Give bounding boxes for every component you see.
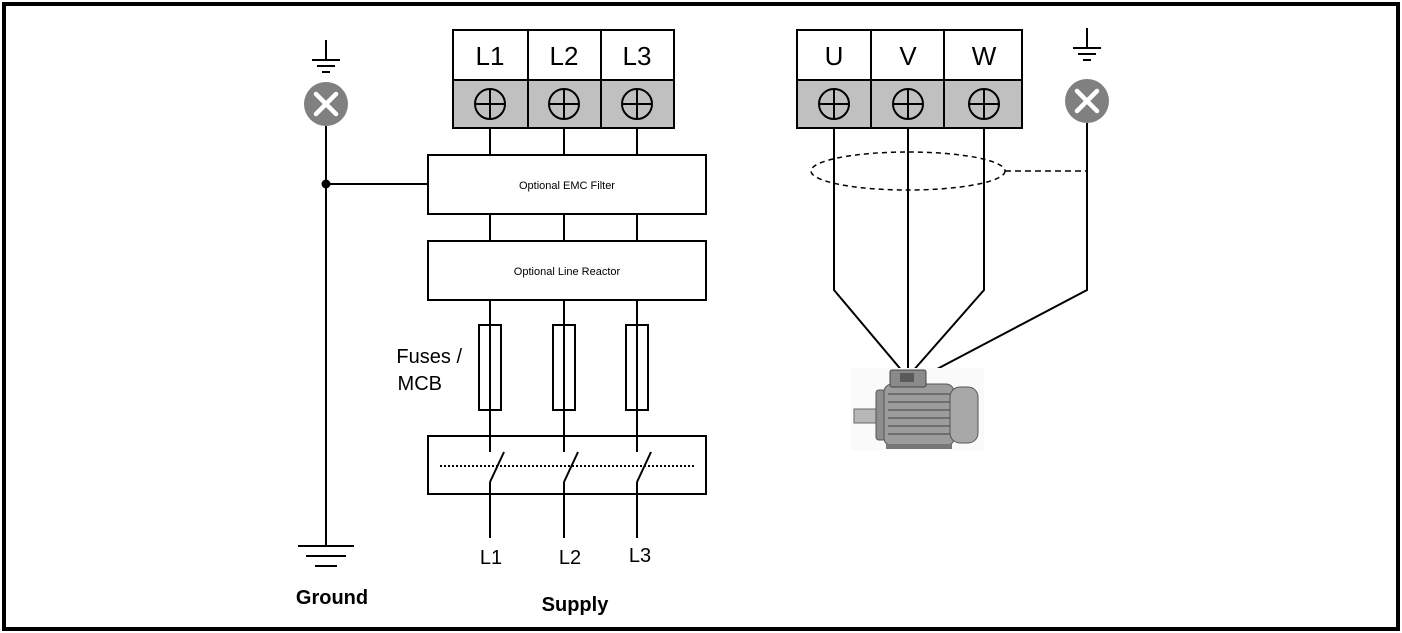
motor-cable (833, 123, 1088, 379)
line-reactor-box (427, 240, 707, 301)
supply-label: Supply (542, 594, 610, 616)
screw-terminal-icon (548, 88, 580, 120)
screw-terminal-icon (474, 88, 506, 120)
terminal-label-u: U (825, 41, 844, 71)
isolator-switches (489, 436, 652, 538)
motor-icon (851, 368, 984, 450)
terminal-label-v: V (899, 41, 917, 71)
earth-ground-icon (312, 40, 340, 73)
emc-filter-box (427, 154, 707, 215)
terminal-label-l1: L1 (476, 41, 505, 71)
screw-terminal-icon (818, 88, 850, 120)
supply-terminal-block (452, 29, 675, 129)
isolator-box (427, 435, 707, 495)
terminal-label-l3: L3 (623, 41, 652, 71)
ground-symbol-icon (298, 545, 354, 567)
line-reactor-label: Optional Line Reactor (514, 266, 621, 278)
supply-line-label-l2: L2 (559, 547, 581, 569)
terminal-label-l2: L2 (550, 41, 579, 71)
earth-ground-icon (1073, 28, 1101, 61)
output-terminal-block (796, 29, 1023, 129)
terminal-label-w: W (972, 41, 997, 71)
screw-terminal-icon (968, 88, 1000, 120)
ground-marker-icon (304, 82, 348, 126)
screw-terminal-icon (892, 88, 924, 120)
fuses (478, 324, 649, 411)
ground-label: Ground (296, 587, 368, 609)
supply-line-label-l1: L1 (480, 547, 502, 569)
fuses-label-line1: Fuses / (396, 346, 462, 368)
supply-line-label-l3: L3 (629, 545, 651, 567)
screw-terminal-icon (621, 88, 653, 120)
supply-wires (489, 128, 638, 436)
fuses-label-line2: MCB (398, 373, 442, 395)
emc-filter-label: Optional EMC Filter (519, 180, 615, 192)
ground-marker-icon (1065, 79, 1109, 123)
